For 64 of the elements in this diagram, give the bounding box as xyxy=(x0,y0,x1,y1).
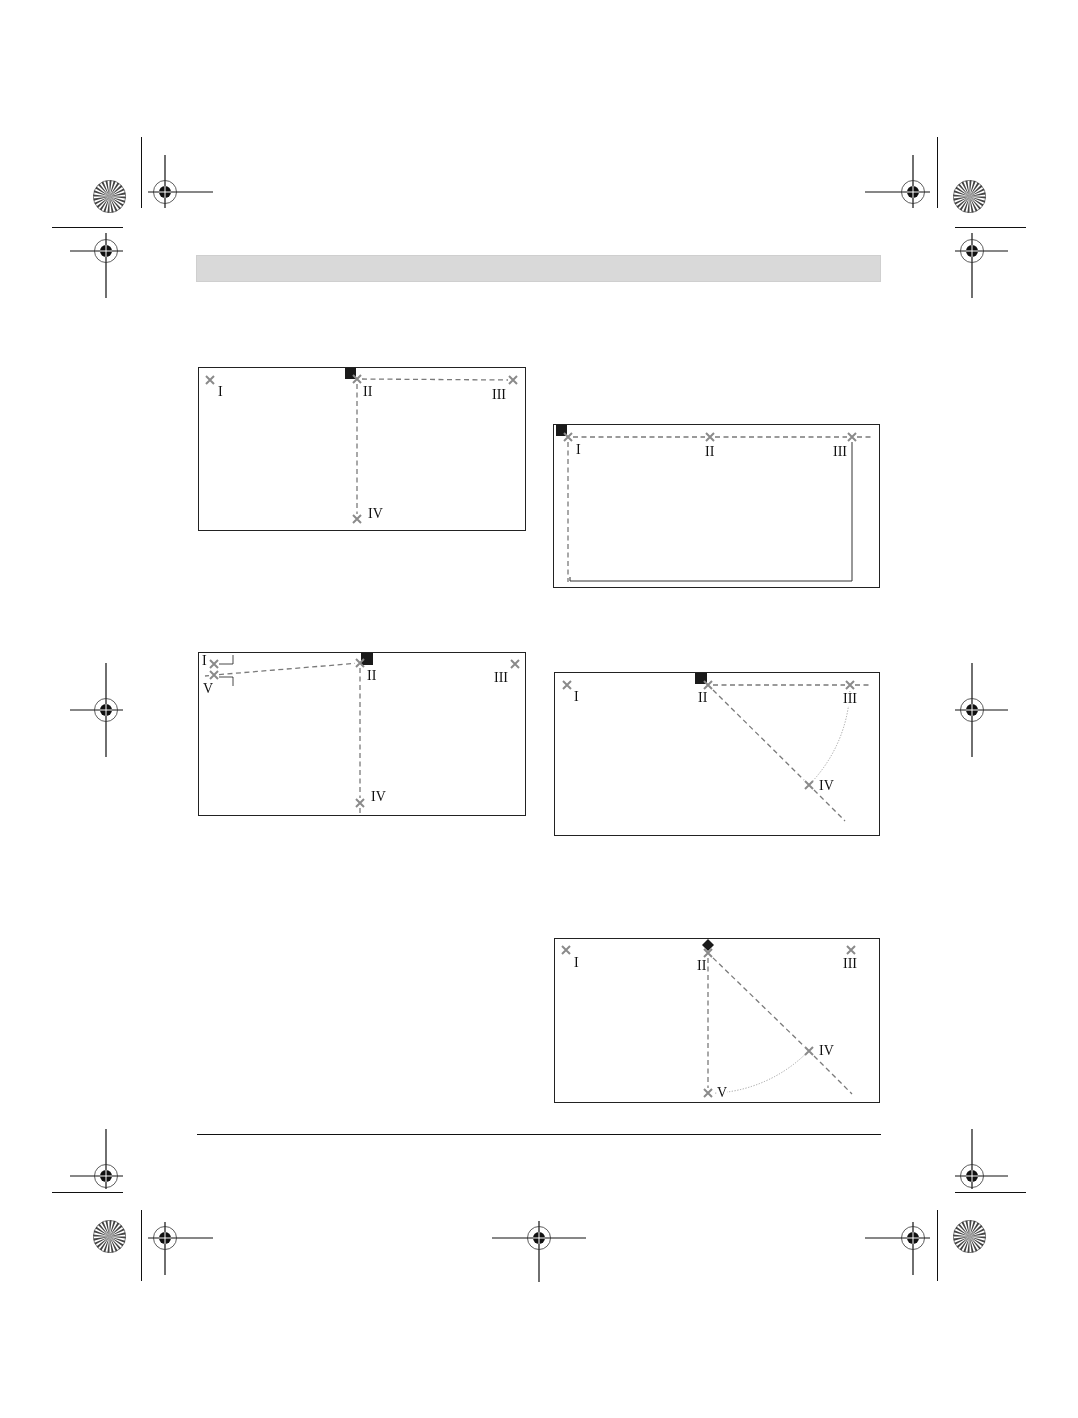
cross-mark-icon xyxy=(846,945,856,955)
cross-mark-icon xyxy=(508,375,518,385)
cross-mark-icon xyxy=(352,374,362,384)
cross-mark-icon xyxy=(845,680,855,690)
cross-mark-icon xyxy=(355,798,365,808)
dashed-line xyxy=(359,667,361,799)
point-label: V xyxy=(717,1085,728,1100)
laser-device-icon xyxy=(345,368,356,379)
cross-mark-icon xyxy=(352,514,362,524)
dashed-line xyxy=(361,378,509,381)
dashed-line xyxy=(567,441,569,583)
laser-device-icon xyxy=(695,673,707,684)
dotted-arc xyxy=(713,1054,805,1094)
figure-panel xyxy=(554,938,880,1103)
point-label: IV xyxy=(819,778,834,793)
point-label: I xyxy=(574,689,579,704)
dashed-line xyxy=(356,383,358,515)
cross-mark-icon xyxy=(209,659,219,669)
point-label: I xyxy=(218,384,223,399)
cross-mark-icon xyxy=(703,948,713,958)
point-label: II xyxy=(363,384,373,399)
cross-mark-icon xyxy=(804,780,814,790)
point-label: IV xyxy=(371,789,386,804)
measuring-line xyxy=(569,441,853,582)
laser-device-icon xyxy=(702,939,714,951)
cross-mark-icon xyxy=(355,658,365,668)
laser-device-icon xyxy=(361,653,373,665)
dotted-arc xyxy=(812,690,851,782)
cross-mark-icon xyxy=(705,432,715,442)
figure-panel xyxy=(198,652,526,816)
point-label: IV xyxy=(819,1043,834,1058)
figure-panel xyxy=(554,672,880,836)
point-label: III xyxy=(833,444,847,459)
cross-mark-icon xyxy=(561,945,571,955)
dashed-line xyxy=(712,684,846,686)
dashed-line xyxy=(572,436,706,438)
cross-mark-icon xyxy=(209,670,219,680)
point-label: III xyxy=(843,691,857,706)
cross-mark-icon xyxy=(703,680,713,690)
point-label: II xyxy=(698,690,708,705)
point-label: III xyxy=(492,387,506,402)
figure-panel xyxy=(553,424,880,588)
cross-mark-icon xyxy=(804,1046,814,1056)
cross-mark-icon xyxy=(703,1088,713,1098)
cross-mark-icon xyxy=(510,659,520,669)
point-label: II xyxy=(697,958,707,973)
point-label: III xyxy=(843,956,857,971)
point-label: V xyxy=(203,681,214,696)
point-label: I xyxy=(202,653,207,668)
cross-mark-icon xyxy=(562,680,572,690)
point-label: I xyxy=(576,442,581,457)
cross-mark-icon xyxy=(847,432,857,442)
cross-mark-icon xyxy=(563,432,573,442)
figure-panel xyxy=(198,367,526,531)
point-label: I xyxy=(574,955,579,970)
point-label: II xyxy=(367,668,377,683)
cross-mark-icon xyxy=(205,375,215,385)
point-label: II xyxy=(705,444,715,459)
laser-device-icon xyxy=(556,425,567,436)
dashed-line xyxy=(712,957,805,1047)
dashed-line xyxy=(714,436,848,438)
point-label: III xyxy=(494,670,508,685)
point-label: IV xyxy=(368,506,383,521)
dashed-line xyxy=(707,957,709,1089)
